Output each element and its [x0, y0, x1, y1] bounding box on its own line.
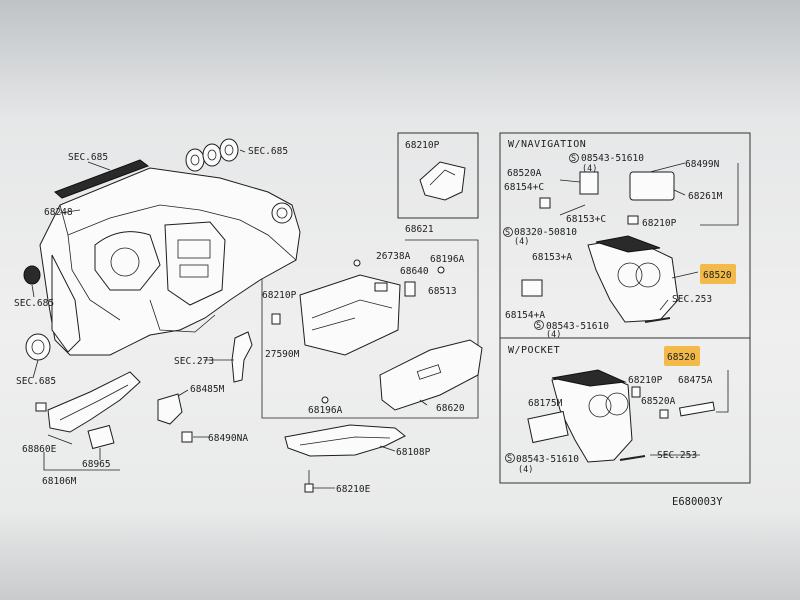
label-68210p-top: 68210P — [405, 140, 440, 151]
label-nav-qty-top: (4) — [582, 164, 597, 174]
highlight-pocket-68520 — [664, 346, 700, 366]
label-68248: 68248 — [44, 207, 73, 218]
cover-68965 — [87, 424, 115, 450]
screw-symbol-pocket: S — [507, 454, 512, 464]
bracket-68485m — [157, 393, 183, 425]
label-68210e: 68210E — [336, 484, 371, 495]
pocket-finisher-illustration — [527, 369, 716, 463]
label-08320: 08320-50810 — [514, 227, 577, 238]
nav-box-title: W/NAVIGATION — [508, 139, 586, 150]
clip-68210p-frame — [397, 132, 479, 219]
bracket-sec273 — [231, 331, 253, 383]
screw-68196a-top — [437, 266, 445, 274]
label-68485m: 68485M — [190, 384, 225, 395]
label-nav-68520a: 68520A — [507, 168, 542, 179]
sub-diagram-frames — [261, 132, 751, 484]
label-sec685-top: SEC.685 — [68, 152, 108, 163]
defroster-grille — [54, 159, 150, 199]
label-68196a-top: 68196A — [430, 254, 465, 265]
main-leader-lines — [31, 149, 428, 489]
lower-cover-68108p — [284, 424, 406, 457]
label-pocket-qty: (4) — [518, 465, 533, 475]
highlight-nav-68520 — [700, 264, 736, 284]
dashboard-illustration — [23, 138, 301, 361]
pocket-labels: W/POCKET 68520 68210P 68475A 68175M 6852… — [505, 345, 713, 475]
label-68490na: 68490NA — [208, 433, 248, 444]
label-68475a: 68475A — [678, 375, 713, 386]
screw-symbol-nav-bottom: S — [536, 321, 541, 331]
label-nav-qty-mid: (4) — [514, 237, 529, 247]
cluster-hood — [94, 231, 161, 291]
label-sec273: SEC.273 — [174, 356, 214, 367]
label-27590m: 27590M — [265, 349, 300, 360]
screw-68196a-bottom — [321, 396, 329, 404]
label-nav-sec253: SEC.253 — [672, 294, 712, 305]
label-68106m: 68106M — [42, 476, 77, 487]
label-68513: 68513 — [428, 286, 457, 297]
label-sec685-side: SEC.685 — [14, 298, 54, 309]
label-pocket-68520a: 68520A — [641, 396, 676, 407]
damper-68513 — [404, 281, 416, 297]
label-nav-68153a: 68153+A — [532, 252, 572, 263]
center-stack — [164, 221, 226, 306]
glovebox-lid-68620 — [379, 339, 483, 411]
label-68261m: 68261M — [688, 191, 723, 202]
nav-finisher-illustration — [521, 171, 679, 323]
label-nav-68154a: 68154+A — [505, 310, 545, 321]
side-vent-upper — [23, 265, 41, 285]
glovebox-assembly-frame — [261, 239, 479, 419]
label-nav-08543-bottom: 08543-51610 — [546, 321, 609, 332]
knee-panel — [47, 371, 141, 433]
label-68620: 68620 — [436, 403, 465, 414]
diagram-code: E680003Y — [672, 496, 723, 508]
passenger-vent — [271, 202, 293, 224]
label-nav-68154c: 68154+C — [504, 182, 544, 193]
label-68860e: 68860E — [22, 444, 57, 455]
label-nav-68520: 68520 — [703, 270, 732, 281]
label-68210p-mid: 68210P — [262, 290, 297, 301]
side-vent-lower — [25, 333, 51, 361]
screw-symbol-nav-mid: S — [505, 228, 510, 238]
navigation-labels: W/NAVIGATION 68520A S 08543-51610 (4) 68… — [503, 139, 732, 340]
side-panel — [51, 254, 81, 353]
label-pocket-08543: 08543-51610 — [516, 454, 579, 465]
label-68621: 68621 — [405, 224, 434, 235]
clip-68210p-detail — [419, 161, 466, 201]
label-68196a-bottom: 68196A — [308, 405, 343, 416]
label-68108p: 68108P — [396, 447, 431, 458]
pocket-box-frame — [499, 337, 751, 484]
label-68175m: 68175M — [528, 398, 563, 409]
bolt-68210e — [304, 483, 314, 493]
main-labels: SEC.685 SEC.685 68248 SEC.685 SEC.685 68… — [14, 140, 465, 495]
clip-68210p-mid — [271, 313, 281, 325]
label-sec685-lower: SEC.685 — [16, 376, 56, 387]
clip-68490na — [181, 431, 193, 443]
label-nav-qty-bottom: (4) — [546, 330, 561, 340]
label-pocket-sec253: SEC.253 — [657, 450, 697, 461]
label-68640: 68640 — [400, 266, 429, 277]
pocket-box-title: W/POCKET — [508, 345, 560, 356]
label-68499n: 68499N — [685, 159, 720, 170]
lock-68640 — [374, 282, 388, 292]
screw-symbol-nav-top: S — [571, 154, 576, 164]
label-nav-68210p: 68210P — [642, 218, 677, 229]
label-68965: 68965 — [82, 459, 111, 470]
center-vents — [185, 138, 239, 172]
label-nav-68153c: 68153+C — [566, 214, 606, 225]
glovebox-bin — [299, 274, 401, 356]
pocket-leader-lines — [650, 370, 729, 456]
label-sec685-vents: SEC.685 — [248, 146, 288, 157]
label-26738a: 26738A — [376, 251, 411, 262]
clip-68860e — [35, 402, 47, 412]
label-pocket-68520: 68520 — [667, 352, 696, 363]
label-pocket-68210p: 68210P — [628, 375, 663, 386]
nav-leader-lines — [559, 162, 739, 311]
bulb-26738a — [353, 259, 361, 267]
label-nav-08543-top: 08543-51610 — [581, 153, 644, 164]
